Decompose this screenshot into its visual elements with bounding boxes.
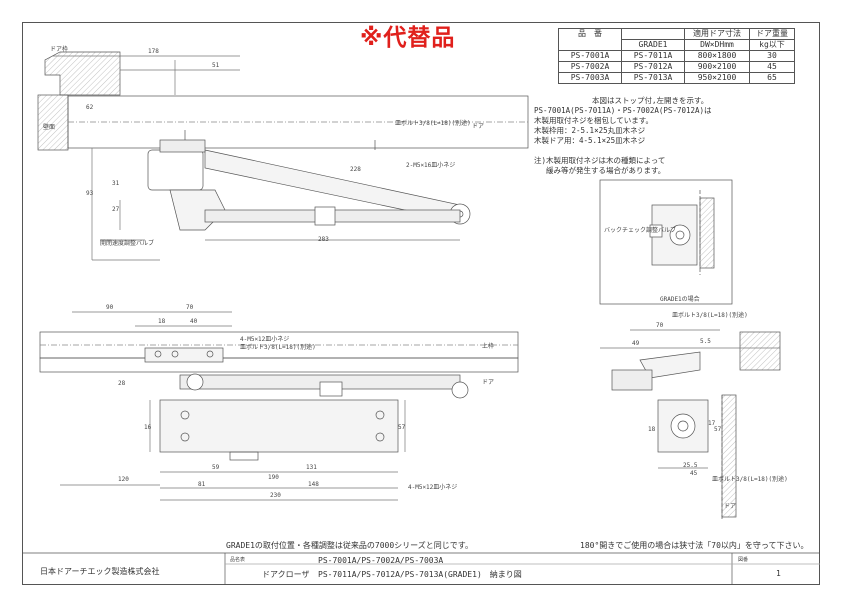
label-bolt-top: 皿ボルト3/8(L=18)(別途) <box>395 120 471 127</box>
front-view <box>39 311 519 501</box>
note-line: 本図はストップ付,左開きを示す。 <box>592 96 709 105</box>
dim-value: 25.5 <box>683 462 698 469</box>
dim-value: 230 <box>270 492 281 499</box>
label-bolt-right-top: 皿ボルト3/8(L=18)(別途) <box>672 312 748 319</box>
dim-value: 27 <box>112 206 120 213</box>
frame-profile <box>44 51 121 96</box>
note-line: PS-7001A(PS-7011A)・PS-7002A(PS-7012A)は <box>534 106 712 115</box>
dim-value: 31 <box>112 180 120 187</box>
closer-body-front <box>159 399 399 453</box>
dim-value: 283 <box>318 236 329 243</box>
models-line-1: PS-7001A/PS-7002A/PS-7003A <box>318 556 444 565</box>
replacement-stamp: ※代替品 <box>360 25 456 51</box>
label-bolt-m5: 2-M5×16皿小ネジ <box>406 162 456 169</box>
label-bolt-right-bottom: 皿ボルト3/8(L=18)(別途) <box>712 476 788 483</box>
spec-cell-size: 950×2100 <box>684 72 750 84</box>
note-line: 木製用取付ネジを梱包しています。 <box>534 116 654 125</box>
dim-value: 59 <box>212 464 220 471</box>
note-line: 緩み等が発生する場合があります。 <box>546 166 666 175</box>
note-line: 木製ドア用：4-5.1×25皿木ネジ <box>534 136 646 145</box>
side-view <box>600 329 781 520</box>
spec-cell-weight: 65 <box>749 72 795 84</box>
dim-value: 17 <box>708 420 716 427</box>
dim-value: 62 <box>86 104 94 111</box>
spec-table: 品 番 適用ドア寸法 ドア重量 GRADE1 DW×DHmm kg以下 PS-7… <box>558 28 795 84</box>
side-frame <box>739 331 781 371</box>
open-angle-note: 180°開きでご使用の場合は狭寸法「70以内」を守って下さい。 <box>580 541 809 550</box>
dim-value: 120 <box>118 476 129 483</box>
dim-value: 90 <box>106 304 114 311</box>
spec-cell-grade: PS-7013A <box>621 72 685 84</box>
grade1-inset <box>599 179 733 305</box>
dim-value: 57 <box>398 424 406 431</box>
dim-value: 28 <box>118 380 126 387</box>
dim-value: 51 <box>212 62 220 69</box>
dim-value: 148 <box>308 481 319 488</box>
drawing-number-label: 図番 <box>738 557 749 563</box>
dim-value: 49 <box>632 340 640 347</box>
dim-value: 57 <box>714 426 722 433</box>
dim-value: 190 <box>268 474 279 481</box>
dim-value: 228 <box>350 166 361 173</box>
grade1-frame <box>599 179 733 305</box>
dim-value: 131 <box>306 464 317 471</box>
wall-section <box>37 94 69 151</box>
label-backcheck-valve: バックチェック調整バルブ <box>604 227 677 234</box>
dim-value: 5.5 <box>700 338 711 345</box>
label-grade1-case: GRADE1の場合 <box>660 296 700 303</box>
label-bolt-mid: 皿ボルト3/8(L=18)(別途) <box>240 344 316 351</box>
label-upper-frame: 上枠 <box>482 343 495 350</box>
grade1-note: GRADE1の取付位置・各種調整は従来品の7000シリーズと同じです。 <box>226 541 473 550</box>
page-number: 1 <box>776 569 781 578</box>
label-wall: 壁面 <box>43 124 56 131</box>
dim-value: 18 <box>648 426 656 433</box>
label-door-front: ドア <box>482 379 495 386</box>
dim-value: 18 <box>158 318 166 325</box>
dim-value: 93 <box>86 190 94 197</box>
title-label: 品名表 <box>230 557 246 563</box>
note-line: 木製枠用：2-5.1×25丸皿木ネジ <box>534 126 646 135</box>
dim-value: 81 <box>198 481 206 488</box>
company-name: 日本ドアーチエック製造株式会社 <box>40 567 160 576</box>
spec-row: PS-7002A PS-7012A 900×2100 45 <box>558 61 795 73</box>
label-m5-12-bottom: 4-M5×12皿小ネジ <box>408 484 458 491</box>
label-speed-valve: 開閉速度調整バルブ <box>100 240 155 247</box>
dim-value: 40 <box>190 318 198 325</box>
label-door-frame: ドア枠 <box>50 46 69 53</box>
door-top-band <box>39 357 519 373</box>
product-category: ドアクローザ <box>262 570 310 579</box>
note-line: 注)木製用取付ネジは木の種類によって <box>534 156 666 165</box>
dim-value: 16 <box>144 424 152 431</box>
models-line-2: PS-7011A/PS-7012A/PS-7013A(GRADE1) 納まり図 <box>318 570 522 579</box>
closer-body <box>147 149 204 191</box>
dim-value: 70 <box>656 322 664 329</box>
drawing-frame <box>22 22 820 585</box>
label-door-side: ドア <box>724 503 737 510</box>
top-view <box>37 51 529 261</box>
dim-value: 70 <box>186 304 194 311</box>
label-door: ドア <box>472 123 485 130</box>
label-m5-12: 4-M5×12皿小ネジ <box>240 336 290 343</box>
dim-value: 45 <box>690 470 698 477</box>
dim-value: 178 <box>148 48 159 55</box>
spec-row: PS-7003A PS-7013A 950×2100 65 <box>558 72 795 84</box>
